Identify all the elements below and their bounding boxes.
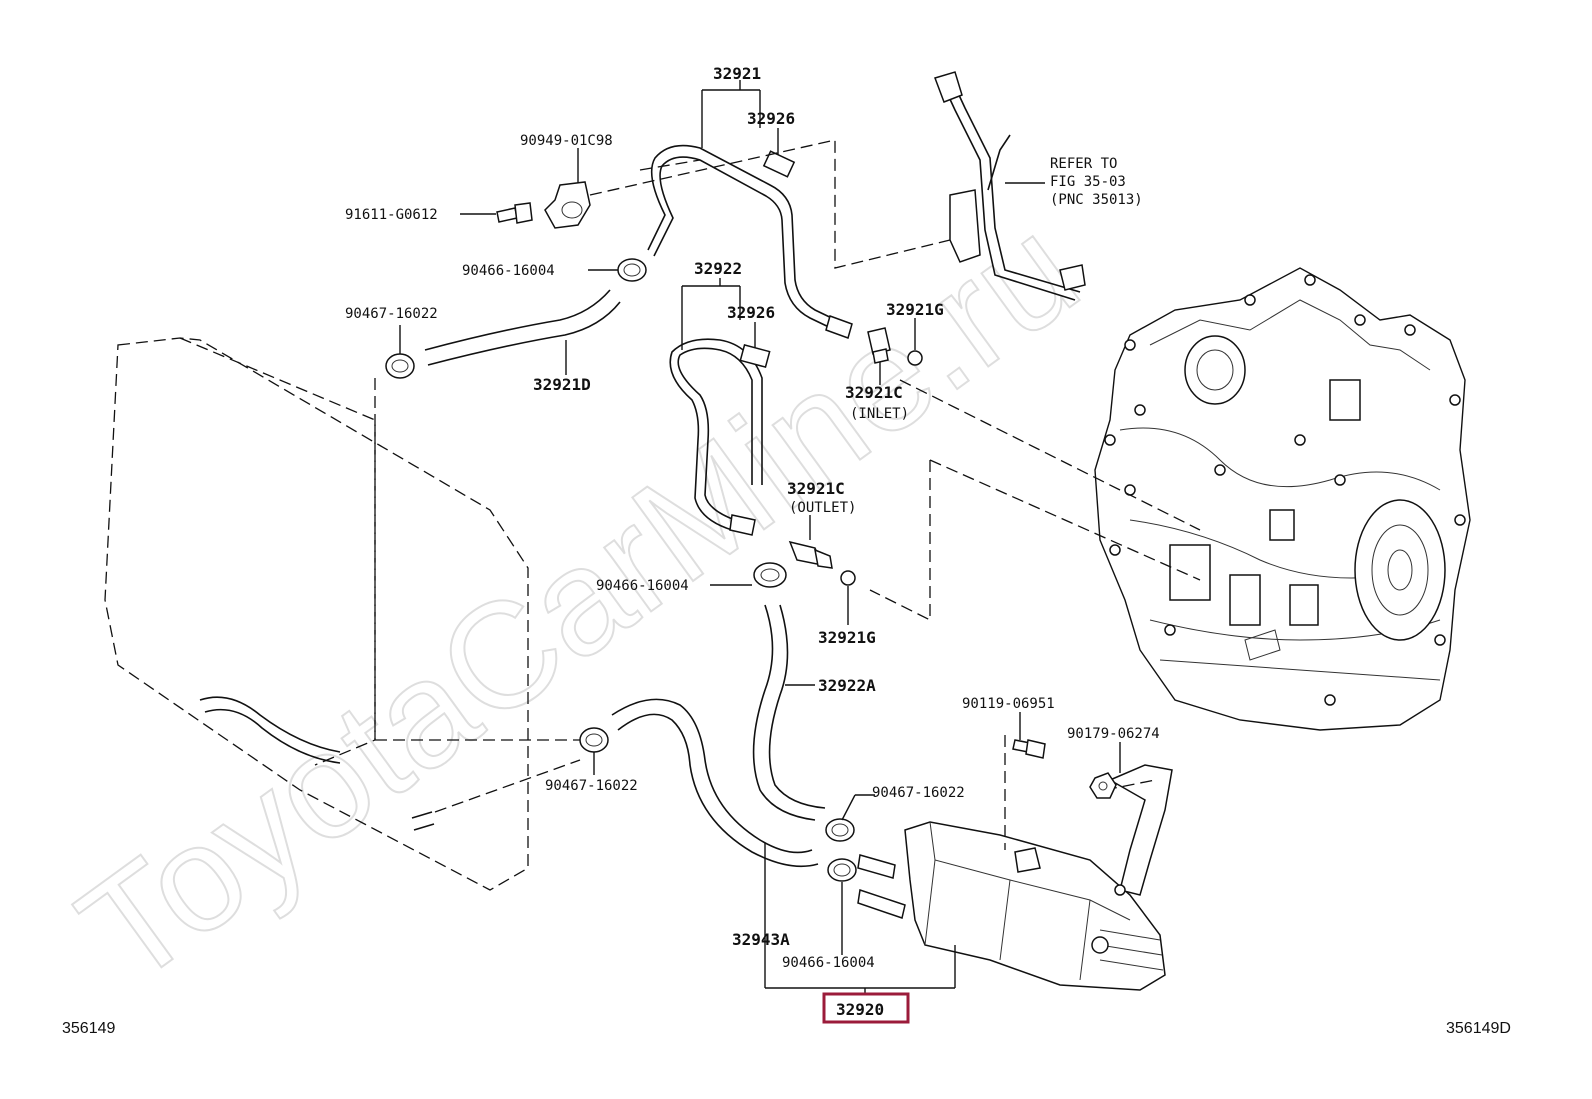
transmission-assembly bbox=[1094, 267, 1471, 731]
label-32920: 32920 bbox=[836, 1000, 884, 1019]
nut-90179-06274 bbox=[1089, 772, 1117, 799]
label-32921D: 32921D bbox=[533, 375, 591, 394]
reference-note: REFER TO FIG 35-03 (PNC 35013) bbox=[1050, 156, 1143, 208]
label-32926-lower: 32926 bbox=[727, 303, 775, 322]
label-32921G-lower: 32921G bbox=[818, 628, 876, 647]
label-outlet: (OUTLET) bbox=[789, 500, 856, 516]
label-90466-16004-upper: 90466-16004 bbox=[462, 263, 555, 279]
label-90179-06274: 90179-06274 bbox=[1067, 726, 1160, 742]
label-90119-06951: 90119-06951 bbox=[962, 696, 1055, 712]
label-32922: 32922 bbox=[694, 259, 742, 278]
oil-cooler-32920 bbox=[857, 764, 1173, 991]
dipstick-tube bbox=[934, 71, 1086, 301]
hose-32921D bbox=[385, 289, 621, 379]
illustration-code-left: 356149 bbox=[62, 1020, 115, 1037]
clamp-90949-01C98 bbox=[544, 181, 591, 229]
clamp-90466-16004-lower bbox=[827, 858, 857, 882]
label-90467-16022-left: 90467-16022 bbox=[545, 778, 638, 794]
label-32922A: 32922A bbox=[818, 676, 876, 695]
clamp-90466-16004-middle bbox=[753, 562, 787, 588]
union-32921C-outlet bbox=[788, 540, 833, 569]
leader-lines bbox=[399, 80, 1121, 994]
illustration-code-right: 356149D bbox=[1446, 1020, 1511, 1037]
pipe-32922 bbox=[669, 338, 771, 536]
label-32921: 32921 bbox=[713, 64, 761, 83]
label-32921G-upper: 32921G bbox=[886, 300, 944, 319]
bolt-91611-G0612 bbox=[496, 202, 533, 224]
label-32926-upper: 32926 bbox=[747, 109, 795, 128]
oring-32921G-upper bbox=[907, 350, 923, 366]
hose-32922A bbox=[752, 604, 826, 821]
label-32921C-outlet: 32921C bbox=[787, 479, 845, 498]
union-32921C-inlet bbox=[867, 327, 891, 364]
label-32921C-inlet: 32921C bbox=[845, 383, 903, 402]
hose-32943A bbox=[579, 698, 819, 868]
label-91611-G0612: 91611-G0612 bbox=[345, 207, 438, 223]
label-90466-16004-lower: 90466-16004 bbox=[782, 955, 875, 971]
label-90467-16022-upper: 90467-16022 bbox=[345, 306, 438, 322]
pipe-32921 bbox=[647, 144, 853, 339]
clamp-90467-16022-lower bbox=[825, 818, 855, 842]
reference-line-2: FIG 35-03 bbox=[1050, 174, 1126, 190]
label-90466-16004-middle: 90466-16004 bbox=[596, 578, 689, 594]
reference-line-3: (PNC 35013) bbox=[1050, 192, 1143, 208]
label-90467-16022-right: 90467-16022 bbox=[872, 785, 965, 801]
label-90949-01C98: 90949-01C98 bbox=[520, 133, 613, 149]
clamp-90466-16004-upper bbox=[617, 258, 647, 282]
label-32943A: 32943A bbox=[732, 930, 790, 949]
bolt-90119-06951 bbox=[1012, 739, 1046, 759]
part-labels: 32921 32926 90949-01C98 91611-G0612 9046… bbox=[345, 64, 1160, 971]
reference-line-1: REFER TO bbox=[1050, 156, 1117, 172]
oring-32921G-lower bbox=[840, 570, 856, 586]
highlighted-part-32920[interactable]: 32920 bbox=[822, 992, 910, 1024]
label-inlet: (INLET) bbox=[850, 406, 909, 422]
